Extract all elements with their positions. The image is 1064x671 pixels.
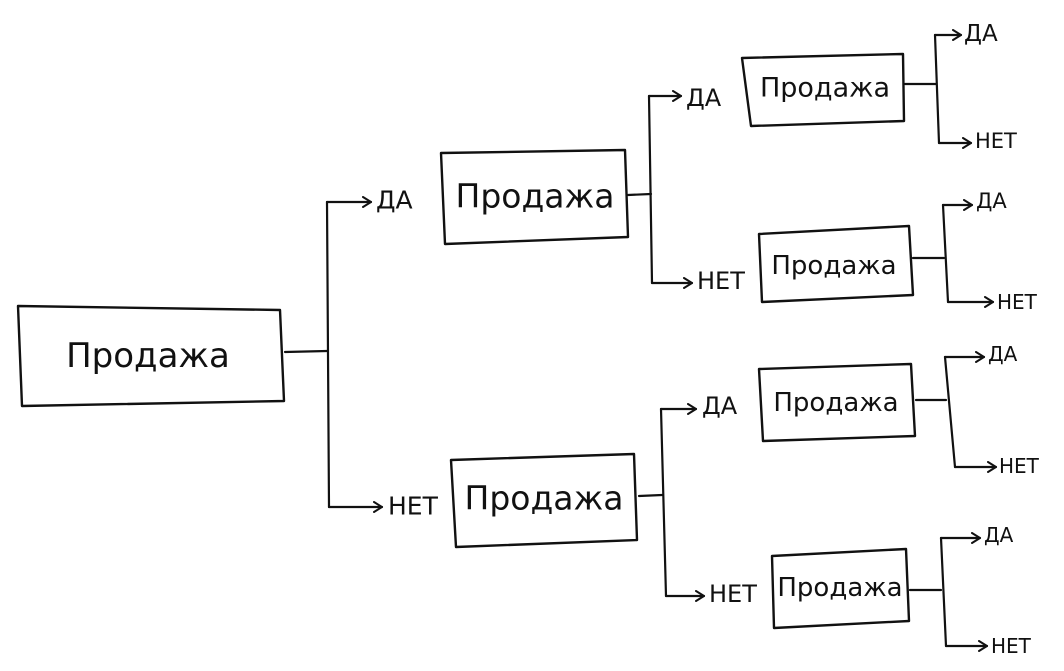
no-yes-node-label: Продажа — [773, 388, 898, 418]
connector-yn-split — [941, 203, 950, 304]
root-node: Продажа — [16, 304, 286, 408]
connector-no-stem — [637, 493, 664, 498]
connector-root-split — [325, 200, 331, 509]
no-no-branch-label: НЕТ — [709, 580, 757, 608]
connector-ny-split — [943, 355, 957, 469]
connector-nn-split — [939, 536, 948, 648]
yes-branch-label: ДА — [376, 186, 413, 215]
no-branch-label: НЕТ — [388, 492, 439, 521]
outcome-yn-yes: ДА — [976, 189, 1007, 213]
root-node-label: Продажа — [66, 336, 230, 376]
connector-yy-split — [933, 33, 941, 145]
outcome-yy-no: НЕТ — [975, 129, 1017, 153]
yes-no-node: Продажа — [757, 224, 915, 304]
outcome-yy-yes: ДА — [964, 21, 998, 47]
yes-yes-node-label: Продажа — [760, 73, 890, 104]
yes-no-node-label: Продажа — [771, 251, 896, 281]
yes-yes-node: Продажа — [740, 52, 906, 128]
yes-no-branch-label: НЕТ — [697, 267, 745, 295]
yes-yes-branch-label: ДА — [686, 84, 722, 112]
yes-node: Продажа — [439, 148, 630, 246]
no-yes-branch-label: ДА — [702, 392, 738, 420]
yes-node-label: Продажа — [456, 177, 615, 216]
outcome-ny-yes: ДА — [988, 342, 1018, 366]
connector-yes-stem — [626, 192, 653, 197]
outcome-yn-no: НЕТ — [997, 290, 1038, 314]
outcome-nn-yes: ДА — [984, 523, 1014, 547]
no-no-node: Продажа — [770, 547, 911, 630]
connector-root-stem — [283, 349, 329, 354]
no-yes-node: Продажа — [757, 362, 917, 443]
connector-no-split — [659, 407, 668, 598]
outcome-ny-no: НЕТ — [999, 454, 1040, 478]
no-node-label: Продажа — [465, 479, 624, 518]
outcome-nn-no: НЕТ — [991, 634, 1032, 658]
no-node: Продажа — [449, 452, 639, 549]
no-no-node-label: Продажа — [777, 573, 902, 603]
connector-yes-split — [647, 94, 654, 285]
